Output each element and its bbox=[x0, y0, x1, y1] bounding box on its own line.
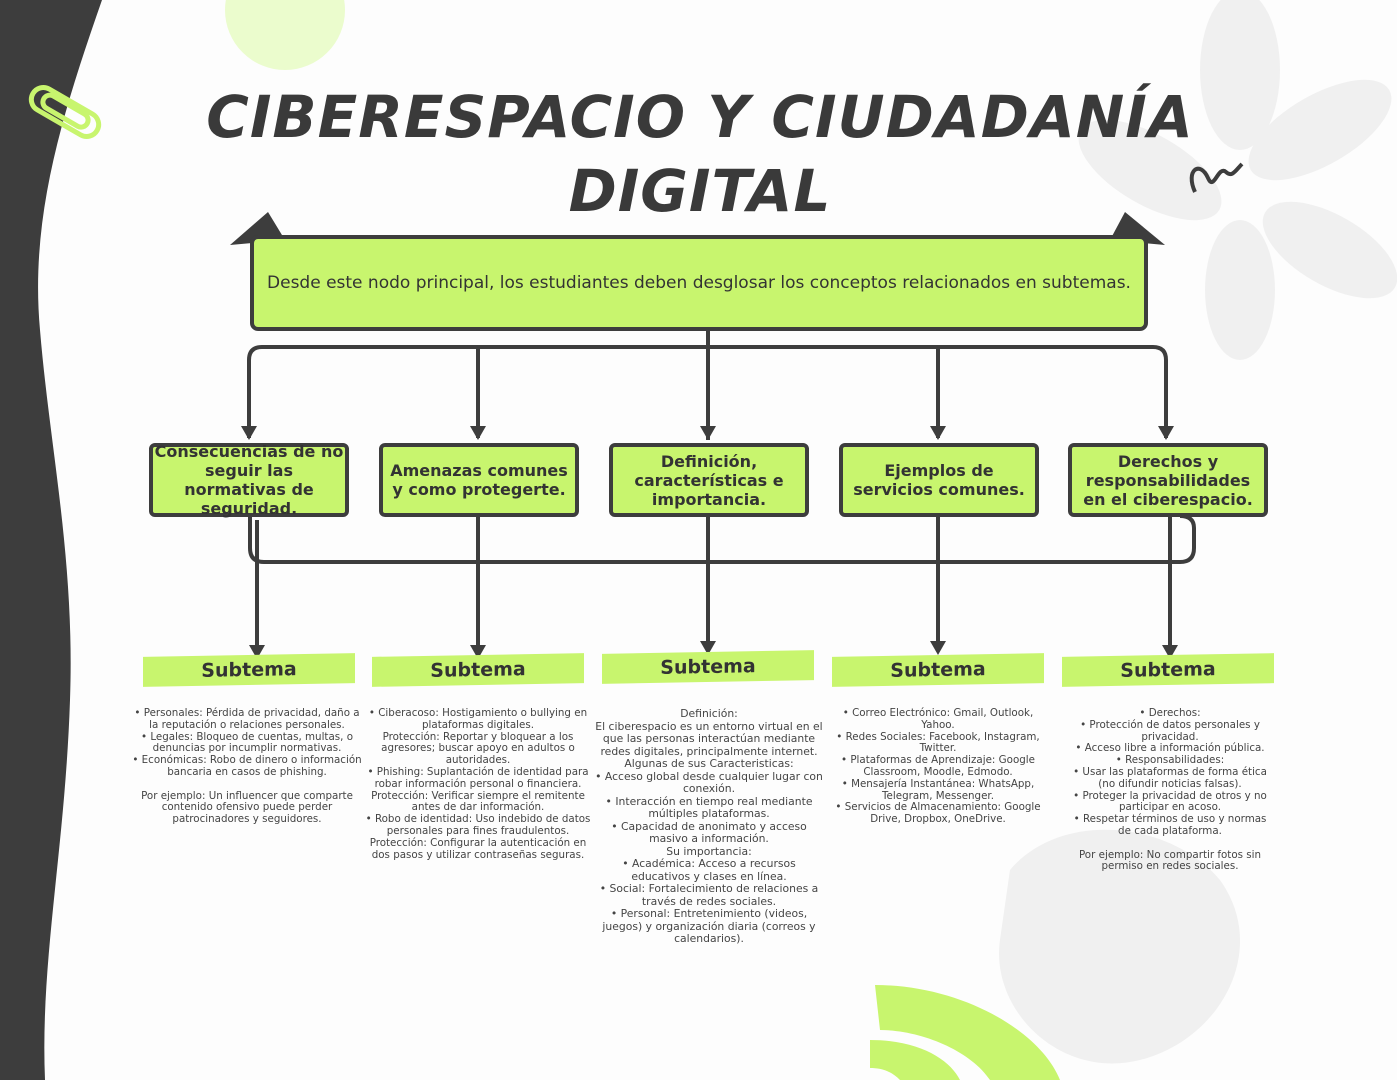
subtopic-node-derechos: Derechos y responsabilidades en el ciber… bbox=[1068, 443, 1268, 517]
page-title-line2: DIGITAL bbox=[568, 157, 832, 225]
subtema-banner: Subtema bbox=[1062, 653, 1274, 687]
subtema-banner: Subtema bbox=[602, 650, 814, 684]
gray-brush-blob bbox=[999, 829, 1241, 1064]
subtopic-node-consecuencias: Consecuencias de no seguir las normativa… bbox=[149, 442, 349, 518]
subtopic-node-amenazas: Amenazas comunes y como protegerte. bbox=[379, 443, 579, 517]
green-glow-blob bbox=[225, 0, 345, 70]
subtopic-node-ejemplos: Ejemplos de servicios comunes. bbox=[839, 443, 1039, 517]
green-brush-stroke bbox=[870, 985, 1060, 1080]
dark-side-band bbox=[0, 0, 102, 1080]
paperclip-icon bbox=[28, 85, 102, 139]
subtema-banner: Subtema bbox=[372, 653, 584, 687]
arrow-heads bbox=[241, 426, 1178, 659]
subtema-content-amenazas: • Ciberacoso: Hostigamiento o bullying e… bbox=[365, 707, 591, 861]
subtema-banner: Subtema bbox=[143, 653, 355, 687]
page-title-line1: CIBERESPACIO Y CIUDADANÍA bbox=[206, 83, 1194, 151]
subtema-content-ejemplos: • Correo Electrónico: Gmail, Outlook, Ya… bbox=[835, 707, 1041, 826]
subtema-content-consecuencias: • Personales: Pérdida de privacidad, dañ… bbox=[132, 707, 362, 826]
subtema-banner: Subtema bbox=[832, 653, 1044, 687]
subtopic-node-definicion: Definición, características e importanci… bbox=[609, 443, 809, 517]
subtema-content-definicion: Definición: El ciberespacio es un entorn… bbox=[595, 707, 823, 945]
main-node: Desde este nodo principal, los estudiant… bbox=[250, 235, 1148, 331]
subtema-content-derechos: • Derechos: • Protección de datos person… bbox=[1073, 707, 1267, 873]
connector-lines bbox=[247, 308, 1196, 652]
flower-decoration bbox=[1078, 0, 1397, 360]
squiggle-icon bbox=[1189, 162, 1244, 193]
